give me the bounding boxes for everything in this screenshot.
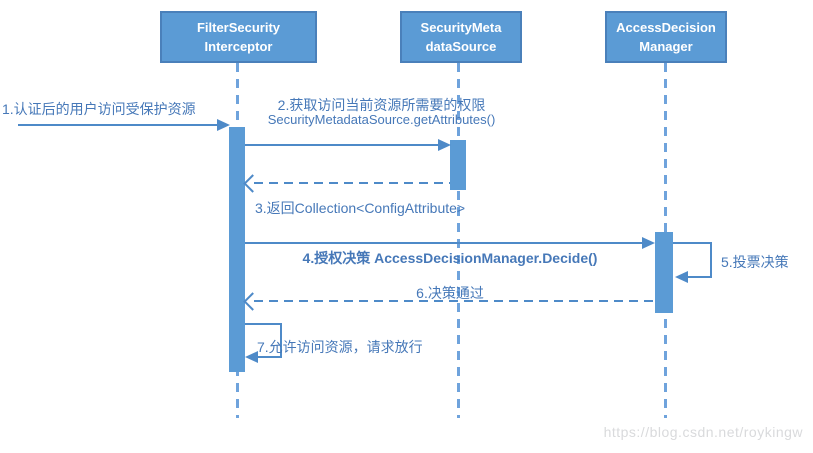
- activation-bar-securitymetadatasource: [450, 140, 466, 190]
- message-4-arrowhead-icon: [642, 237, 655, 249]
- actor-label-line2: Manager: [639, 39, 693, 54]
- message-2-label: 2.获取访问当前资源所需要的权限: [277, 97, 486, 113]
- message-3-open-arrowhead-icon: [243, 174, 262, 193]
- message-5-label: 5.投票决策: [721, 254, 789, 270]
- message-6-label: 6.决策通过: [416, 285, 484, 301]
- message-5-loop-right-line: [710, 242, 712, 278]
- message-5-arrowhead-icon: [675, 271, 688, 283]
- message-3-label: 3.返回Collection<ConfigAttribute>: [255, 200, 466, 216]
- actor-label-line2: Interceptor: [204, 39, 273, 54]
- actor-box-accessdecisionmanager: AccessDecision Manager: [605, 11, 727, 63]
- message-1-label: 1.认证后的用户访问受保护资源: [2, 101, 196, 117]
- message-4-label: 4.授权决策 AccessDecisionManager.Decide(): [302, 250, 598, 266]
- message-7-label: 7.允许访问资源，请求放行: [257, 339, 423, 355]
- message-7-loop-bottom-line: [258, 356, 282, 358]
- activation-bar-filtersecurityinterceptor: [229, 127, 245, 372]
- message-1-arrowhead-icon: [217, 119, 230, 131]
- message-6-line: [254, 300, 655, 302]
- message-7-arrowhead-icon: [245, 351, 258, 363]
- message-7-loop-right-line: [280, 323, 282, 358]
- actor-label-line1: SecurityMeta: [420, 20, 502, 35]
- message-2-code-label: SecurityMetadataSource.getAttributes(): [267, 112, 496, 127]
- message-3-line: [254, 182, 450, 184]
- message-2-line: [245, 144, 438, 146]
- actor-label-line2: dataSource: [425, 39, 497, 54]
- activation-bar-accessdecisionmanager: [655, 232, 673, 313]
- actor-label-line1: AccessDecision: [616, 20, 716, 35]
- message-5-loop-bottom-line: [688, 276, 712, 278]
- actor-label-line1: FilterSecurity: [196, 20, 281, 35]
- watermark-url: https://blog.csdn.net/roykingw: [603, 424, 803, 440]
- actor-box-securitymetadatasource: SecurityMeta dataSource: [400, 11, 522, 63]
- message-5-loop-top-line: [673, 242, 712, 244]
- message-2-arrowhead-icon: [438, 139, 451, 151]
- message-1-line: [18, 124, 217, 126]
- message-7-loop-top-line: [245, 323, 282, 325]
- actor-box-filtersecurityinterceptor: FilterSecurity Interceptor: [160, 11, 317, 63]
- lifeline-securitymetadatasource: [457, 63, 460, 418]
- message-4-line: [245, 242, 643, 244]
